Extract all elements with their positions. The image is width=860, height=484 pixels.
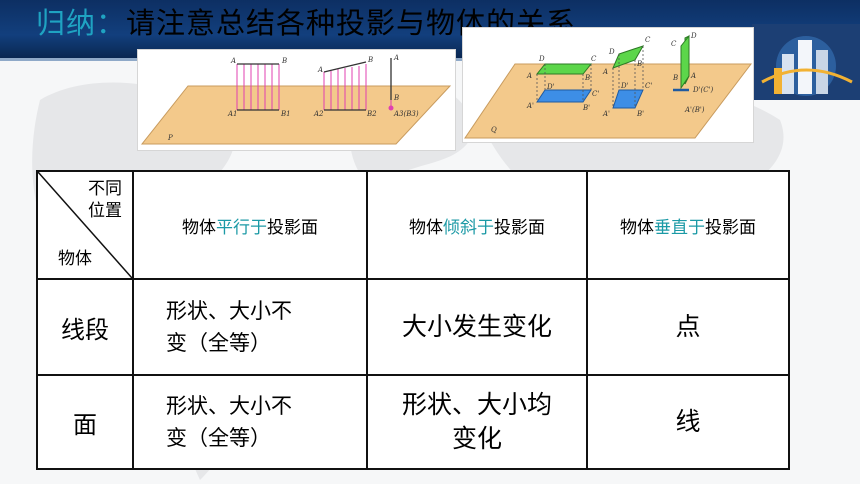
fig5-label-d1: D' bbox=[620, 82, 629, 90]
fig2-label-b2: B2 bbox=[366, 110, 377, 118]
fig5-label-b: B bbox=[636, 60, 642, 68]
fig2-label-b: B bbox=[367, 56, 373, 64]
fig6-label-c: C bbox=[671, 40, 677, 48]
fig5-label-a: A bbox=[602, 68, 608, 76]
plane-label-p: P bbox=[167, 134, 173, 142]
fig3-label-a3b3: A3(B3) bbox=[393, 110, 419, 118]
fig1-label-b1: B1 bbox=[280, 110, 291, 118]
cell-segment-parallel: 形状、大小不变（全等） bbox=[132, 278, 368, 376]
corner-bottom-label: 物体 bbox=[58, 249, 92, 269]
fig1-label-a: A bbox=[230, 57, 236, 65]
fig4-label-d1: D' bbox=[546, 83, 555, 91]
cell-segment-inclined: 大小发生变化 bbox=[366, 278, 588, 376]
cell-plane-perpendicular: 线 bbox=[586, 374, 790, 470]
fig4-label-b1: B' bbox=[582, 104, 590, 112]
fig4-label-b: B bbox=[584, 74, 590, 82]
fig4-label-c: C bbox=[591, 55, 597, 63]
title-prefix: 归纳： bbox=[36, 6, 127, 40]
fig6-label-a: A bbox=[690, 72, 696, 80]
line-projection-figure: A B A1 B1 A B A2 B2 A B A3(B3) P bbox=[137, 49, 456, 151]
fig6-label-d1c1: D'(C') bbox=[692, 86, 714, 94]
fig5-label-c1: C' bbox=[645, 82, 652, 90]
fig1-label-b: B bbox=[281, 57, 287, 65]
fig4-label-a: A bbox=[526, 72, 532, 80]
fig4-label-a1: A' bbox=[526, 102, 534, 110]
fig4-label-c1: C' bbox=[592, 90, 599, 98]
table-row: 线段 形状、大小不变（全等） 大小发生变化 点 bbox=[36, 278, 790, 376]
building-logo-icon bbox=[752, 24, 860, 100]
column-header-inclined: 物体倾斜于投影面 bbox=[366, 170, 588, 280]
plane-projection-figure: D C A B D' C' A' B' D C A B D' C' A' B' … bbox=[462, 27, 754, 143]
fig6-label-a1b1: A'(B') bbox=[684, 106, 705, 114]
table-row: 面 形状、大小不变（全等） 形状、大小均变化 线 bbox=[36, 374, 790, 470]
fig5-label-b1: B' bbox=[636, 110, 644, 118]
fig5-label-d: D bbox=[608, 48, 615, 56]
fig2-label-a: A bbox=[317, 66, 323, 74]
fig4-label-d: D bbox=[538, 55, 545, 63]
row-label-plane: 面 bbox=[36, 374, 134, 470]
fig5-label-c: C bbox=[645, 36, 651, 44]
fig6-label-d: D bbox=[690, 32, 697, 40]
row-label-segment: 线段 bbox=[36, 278, 134, 376]
cell-plane-parallel: 形状、大小不变（全等） bbox=[132, 374, 368, 470]
column-header-parallel: 物体平行于投影面 bbox=[132, 170, 368, 280]
column-header-perpendicular: 物体垂直于投影面 bbox=[586, 170, 790, 280]
fig1-label-a1: A1 bbox=[227, 110, 238, 118]
table-header-row: 不同 位置 物体 物体平行于投影面 物体倾斜于投影面 物体垂直于投影面 bbox=[36, 170, 790, 280]
projection-summary-table: 不同 位置 物体 物体平行于投影面 物体倾斜于投影面 物体垂直于投影面 线段 形… bbox=[36, 170, 790, 470]
diagonal-line bbox=[38, 172, 132, 278]
corner-cell: 不同 位置 物体 bbox=[36, 170, 134, 280]
fig6-label-b: B bbox=[672, 74, 678, 82]
fig5-label-a1: A' bbox=[602, 110, 610, 118]
fig2-label-a2: A2 bbox=[313, 110, 324, 118]
cell-segment-perpendicular: 点 bbox=[586, 278, 790, 376]
cell-plane-inclined: 形状、大小均变化 bbox=[366, 374, 588, 470]
plane-label-q: Q bbox=[491, 126, 497, 134]
fig3-label-a: A bbox=[393, 54, 399, 62]
corner-top-label: 不同 位置 bbox=[88, 179, 122, 221]
fig3-label-b: B bbox=[393, 94, 399, 102]
